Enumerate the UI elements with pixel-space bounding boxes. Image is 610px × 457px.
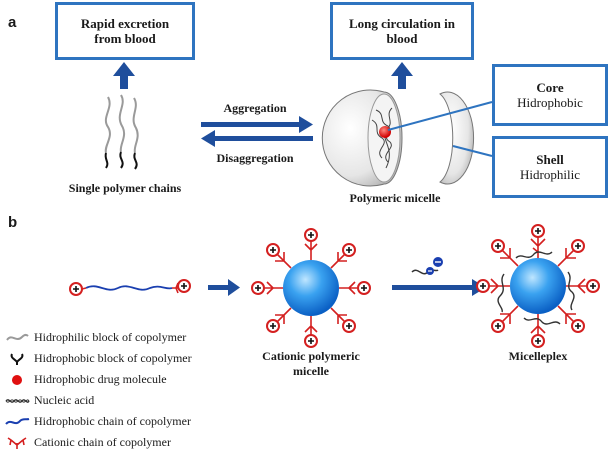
core-subtitle: Hidrophobic — [517, 95, 583, 110]
hydrophobic-chain-icon — [5, 417, 30, 425]
to-micelle-arrow — [208, 279, 240, 296]
shell-box: Shell Hidrophilic — [492, 136, 608, 198]
disaggregation-label: Disaggregation — [216, 151, 294, 165]
cationic-micelle-line1: Cationic polymeric — [262, 349, 360, 363]
excretion-up-arrow — [113, 62, 135, 89]
legend-label: Hidrophobic drug molecule — [34, 372, 167, 386]
shell-subtitle: Hidrophilic — [520, 167, 580, 182]
core-pointer-line — [387, 101, 493, 131]
aggregation-label: Aggregation — [223, 101, 287, 115]
legend-label: Hidrophilic block of copolymer — [34, 330, 187, 344]
single-copolymer-chain-icon — [69, 279, 191, 296]
hydrophobic-block-icon — [10, 353, 24, 365]
excretion-line1: Rapid excretion — [80, 16, 170, 31]
hydrophilic-block-icon — [6, 333, 29, 341]
cationic-micelle-label: Cationic polymeric micelle — [246, 349, 376, 379]
legend-item: Nucleic acid — [4, 392, 94, 409]
core-title: Core — [536, 80, 564, 95]
single-polymer-chains-icon — [104, 94, 139, 170]
circulation-line1: Long circulation in — [349, 16, 455, 31]
aggregation-arrow — [201, 116, 313, 133]
drug-molecule-icon — [12, 374, 22, 385]
to-micelleplex-arrow — [392, 279, 486, 296]
legend-label: Hidrophobic block of copolymer — [34, 351, 192, 365]
disaggregation-arrow — [201, 130, 313, 147]
legend-label: Cationic chain of copolymer — [34, 435, 171, 449]
legend-item: Cationic chain of copolymer — [4, 434, 171, 451]
single-chains-label: Single polymer chains — [68, 181, 182, 195]
legend-item: Hidrophobic block of copolymer — [4, 350, 192, 367]
circulation-box: Long circulation in blood — [330, 2, 474, 60]
legend-item: Hidrophilic block of copolymer — [4, 329, 186, 346]
legend-item: Hidrophobic chain of copolymer — [4, 413, 191, 430]
cationic-micelle-line2: micelle — [293, 364, 329, 378]
panel-a-letter: a — [8, 14, 17, 31]
core-box: Core Hidrophobic — [492, 64, 608, 126]
circulation-line2: blood — [386, 31, 418, 46]
excretion-line2: from blood — [94, 31, 156, 46]
cationic-chain-icon — [7, 436, 27, 449]
panel-b-letter: b — [8, 214, 18, 231]
legend-label: Nucleic acid — [34, 393, 95, 407]
nucleic-acid-icon — [5, 398, 30, 403]
micelleplex-label: Micelleplex — [508, 349, 568, 363]
shell-pointer-line — [452, 145, 493, 157]
polymeric-micelle-label: Polymeric micelle — [349, 191, 441, 205]
shell-title: Shell — [536, 152, 564, 167]
excretion-box: Rapid excretion from blood — [55, 2, 195, 60]
micelleplex-icon — [476, 224, 600, 348]
nucleic-acid-addition-icon — [411, 257, 443, 275]
circulation-up-arrow — [391, 62, 413, 89]
legend-item: Hidrophobic drug molecule — [4, 371, 167, 388]
polymeric-micelle-icon — [321, 89, 475, 187]
legend-label: Hidrophobic chain of copolymer — [34, 414, 191, 428]
cationic-micelle-icon — [251, 228, 371, 348]
